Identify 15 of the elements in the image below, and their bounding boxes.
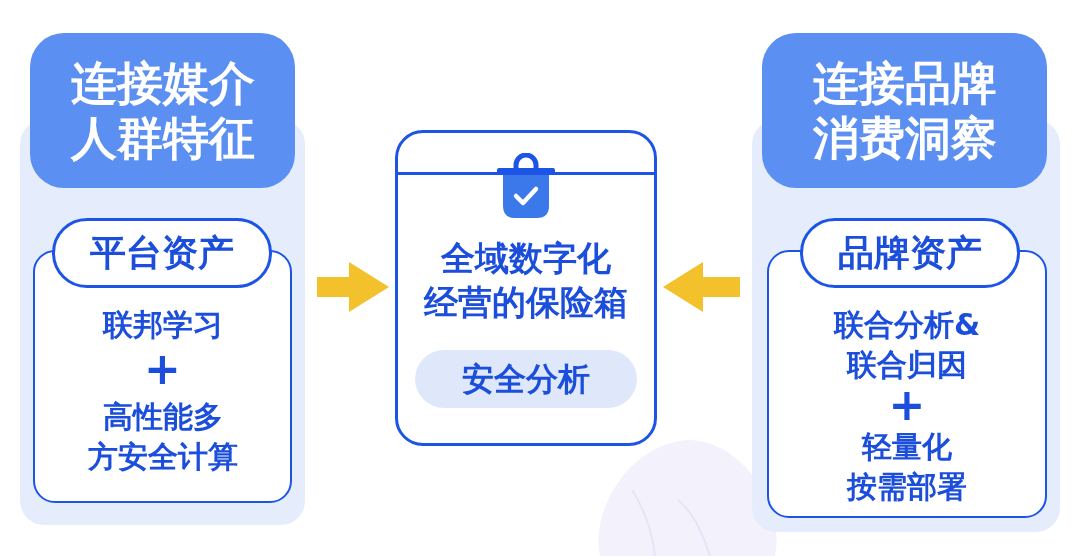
body-text: 联合分析&联合归因 xyxy=(832,306,982,384)
heading-text: 连接品牌消费洞察 xyxy=(811,55,998,166)
plus-sign: + xyxy=(144,345,181,393)
plus-sign: + xyxy=(888,385,926,425)
panel xyxy=(20,33,305,525)
tag-pill: 安全分析 xyxy=(415,350,637,408)
tag-pill: 平台资产 xyxy=(52,218,272,288)
box-title: 全域数字化经营的保险箱 xyxy=(422,237,629,324)
card xyxy=(395,130,657,446)
heading-text: 连接媒介人群特征 xyxy=(69,55,256,166)
body-text: 轻量化按需部署 xyxy=(845,428,968,506)
panel xyxy=(752,33,1060,532)
body-text: 联邦学习 xyxy=(101,306,224,344)
body-text: 高性能多方安全计算 xyxy=(86,398,239,476)
tag-pill: 品牌资产 xyxy=(800,218,1020,288)
